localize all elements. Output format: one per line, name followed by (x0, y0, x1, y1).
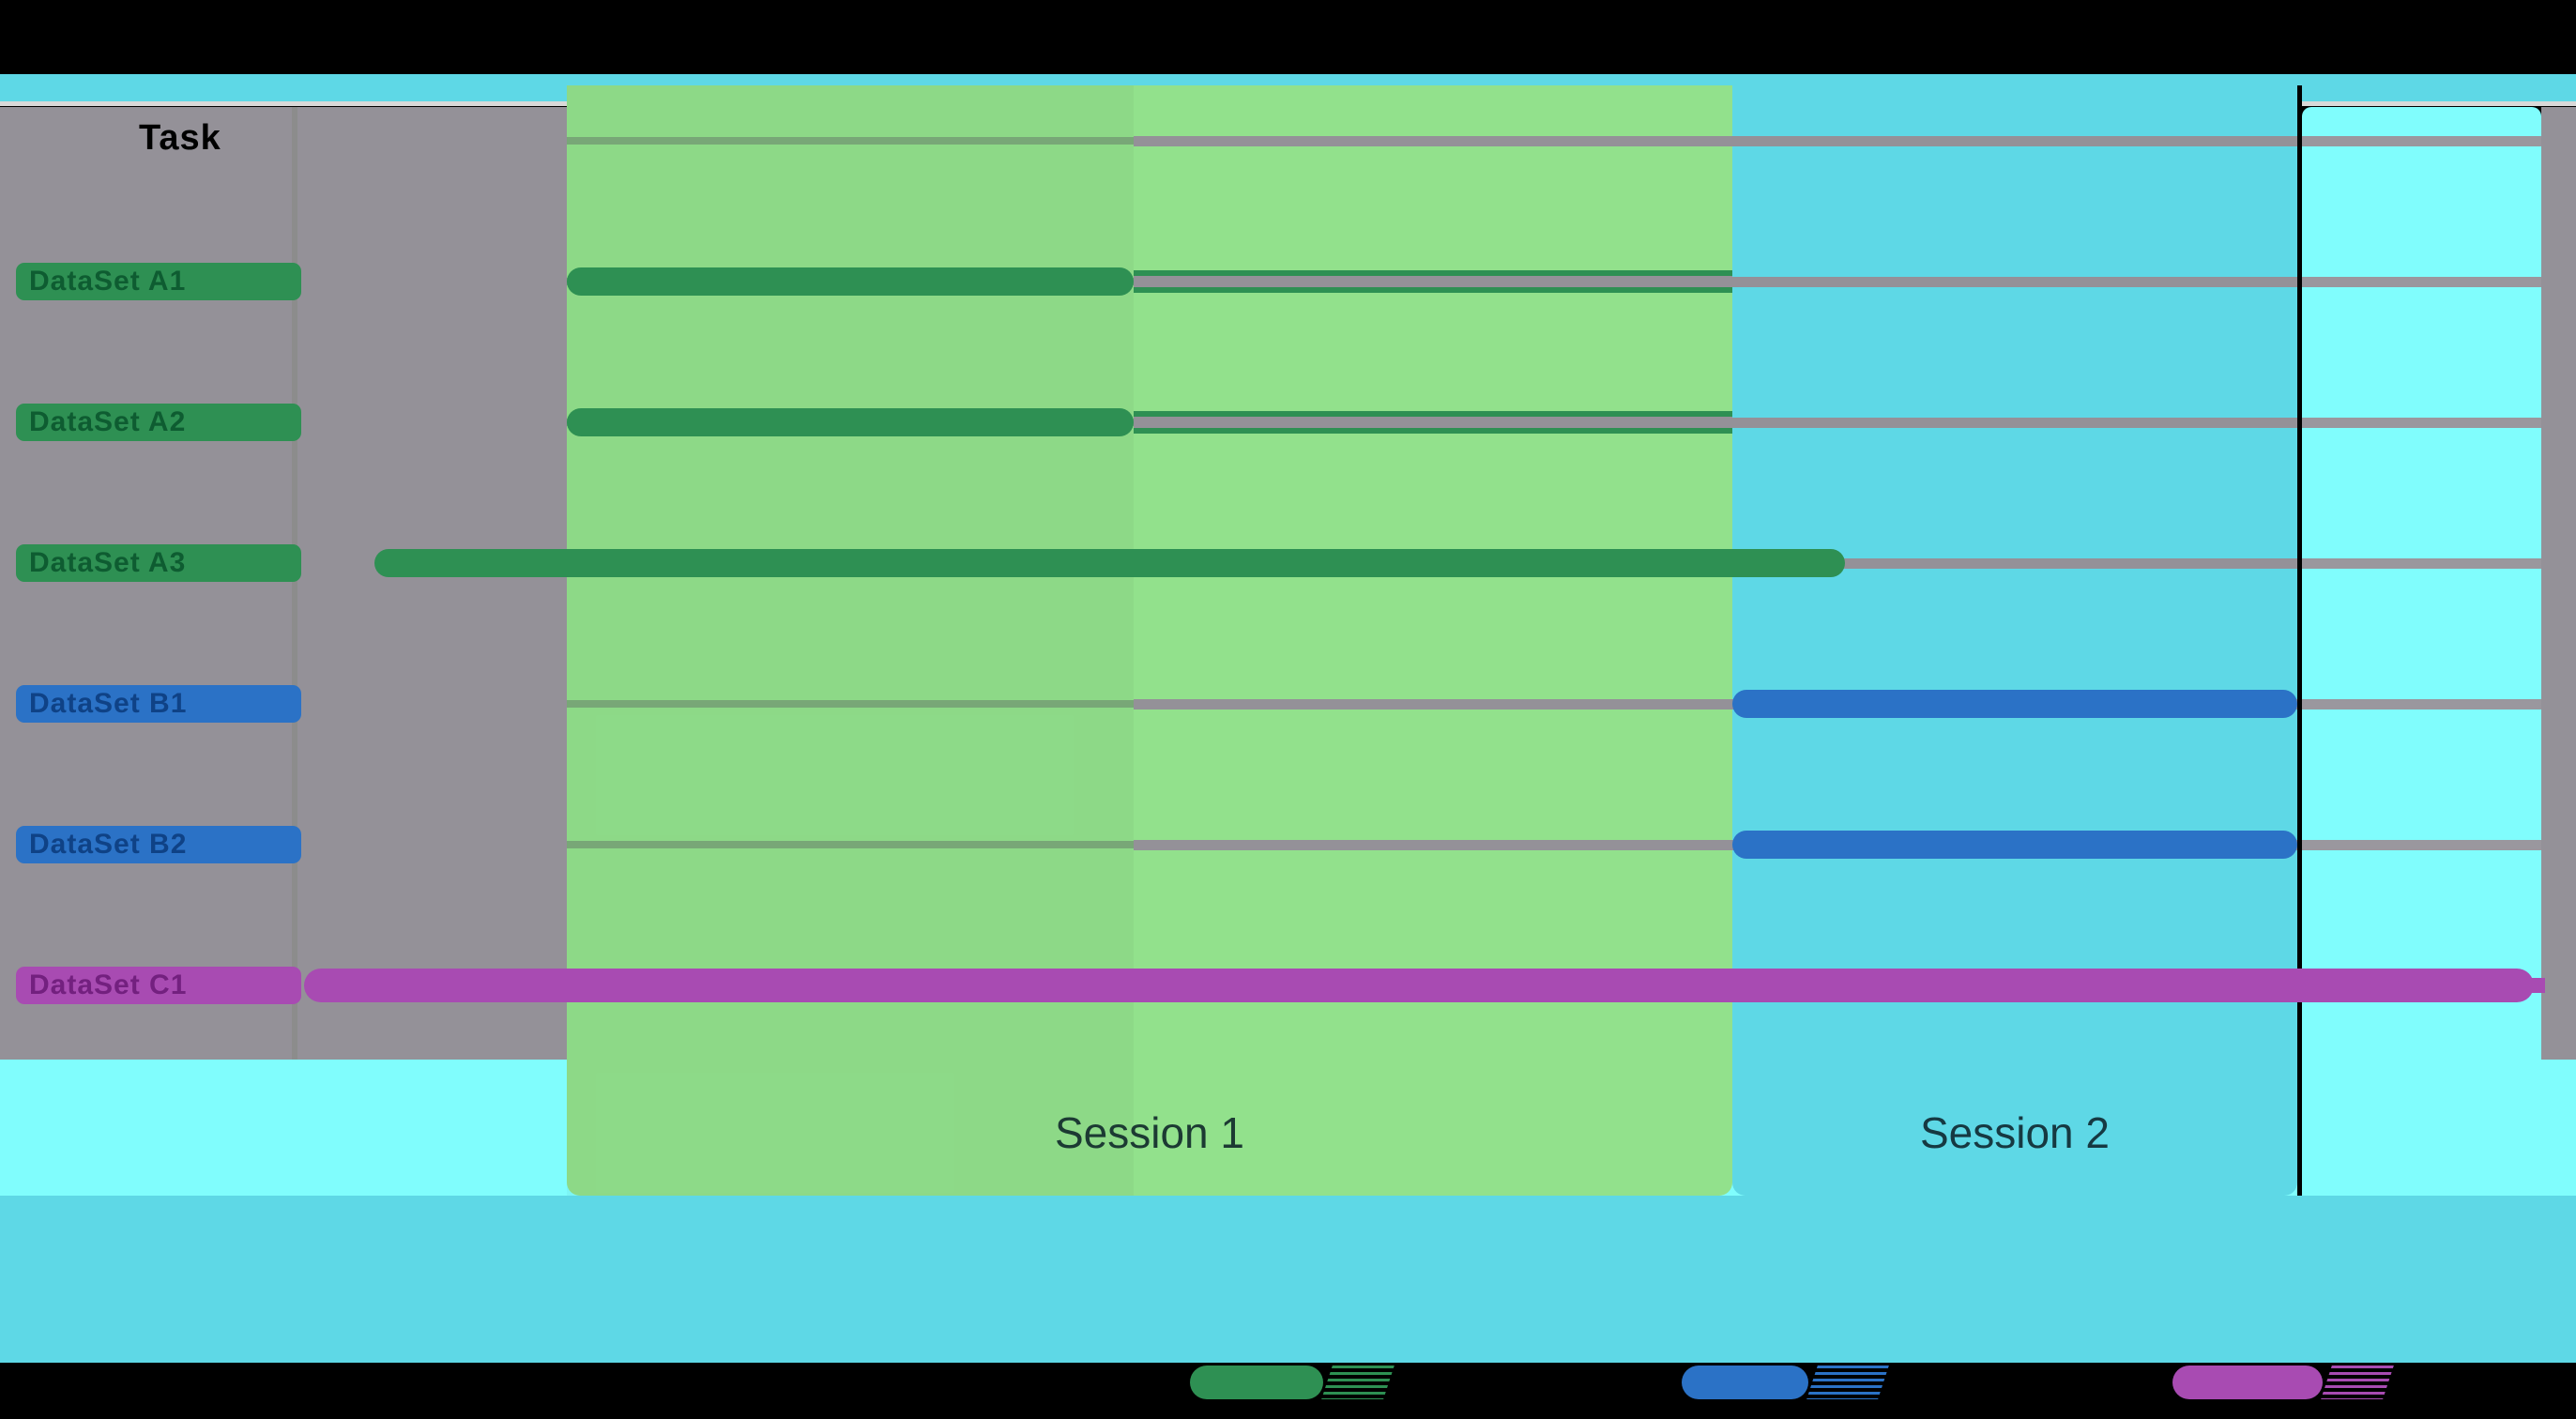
bar-arrow-notch (2528, 978, 2545, 993)
gridline-right-segment (2302, 136, 2541, 146)
legend-swatch-series-C (2172, 1366, 2323, 1399)
legend-garbled-label-series-C (2321, 1366, 2394, 1399)
gridline-right-segment (2302, 418, 2541, 428)
gridline-right-segment (2302, 277, 2541, 287)
timeline-bar-dataset-c1 (304, 969, 2534, 1002)
legend-swatch-series-A (1190, 1366, 1323, 1399)
session2-label: Session 2 (1919, 1108, 2110, 1157)
gridline-right-segment (2302, 699, 2541, 710)
row-label-dataset-a2: DataSet A2 (16, 404, 301, 441)
session2-band (1732, 85, 2297, 1196)
gridline-right-segment (2302, 840, 2541, 850)
gridline-segment (1134, 840, 2297, 850)
gridline-over-track (1134, 417, 1732, 428)
gridline-over-track (1134, 276, 1732, 287)
row-label-dataset-a1: DataSet A1 (16, 263, 301, 300)
gridline-segment (1134, 699, 2297, 710)
gridline-faint-segment (567, 137, 1134, 145)
right-gray-column (2541, 107, 2576, 1060)
post-session-band (2302, 107, 2541, 1196)
timeline-bar-dataset-a3 (374, 549, 1845, 577)
gridline-faint-segment (567, 700, 1134, 708)
legend-swatch-series-B (1682, 1366, 1808, 1399)
row-label-dataset-b1: DataSet B1 (16, 685, 301, 723)
gridline-faint-segment (567, 841, 1134, 848)
timeline-bar-dataset-a2 (567, 408, 1134, 436)
column-header-task: Task (139, 118, 221, 158)
task-label-column (0, 107, 292, 1060)
session1-left-shade (567, 85, 1134, 1196)
session1-label: Session 1 (1054, 1108, 1244, 1157)
row-label-dataset-b2: DataSet B2 (16, 826, 301, 863)
timeline-bar-dataset-b1 (1732, 690, 2297, 718)
row-label-dataset-c1: DataSet C1 (16, 967, 301, 1004)
column-gap (292, 107, 297, 1060)
timeline-bar-dataset-b2 (1732, 831, 2297, 859)
gridline-right-segment (2302, 558, 2541, 569)
band-gap (2297, 85, 2302, 1196)
bottom-cyan-band (0, 1196, 2576, 1363)
legend-garbled-label-series-A (1321, 1366, 1395, 1399)
row-label-dataset-a3: DataSet A3 (16, 544, 301, 582)
gridline-segment (1134, 136, 2297, 146)
timeline-bar-dataset-a1 (567, 267, 1134, 296)
legend-garbled-label-series-B (1806, 1366, 1889, 1399)
pre-session-column (297, 107, 567, 1060)
